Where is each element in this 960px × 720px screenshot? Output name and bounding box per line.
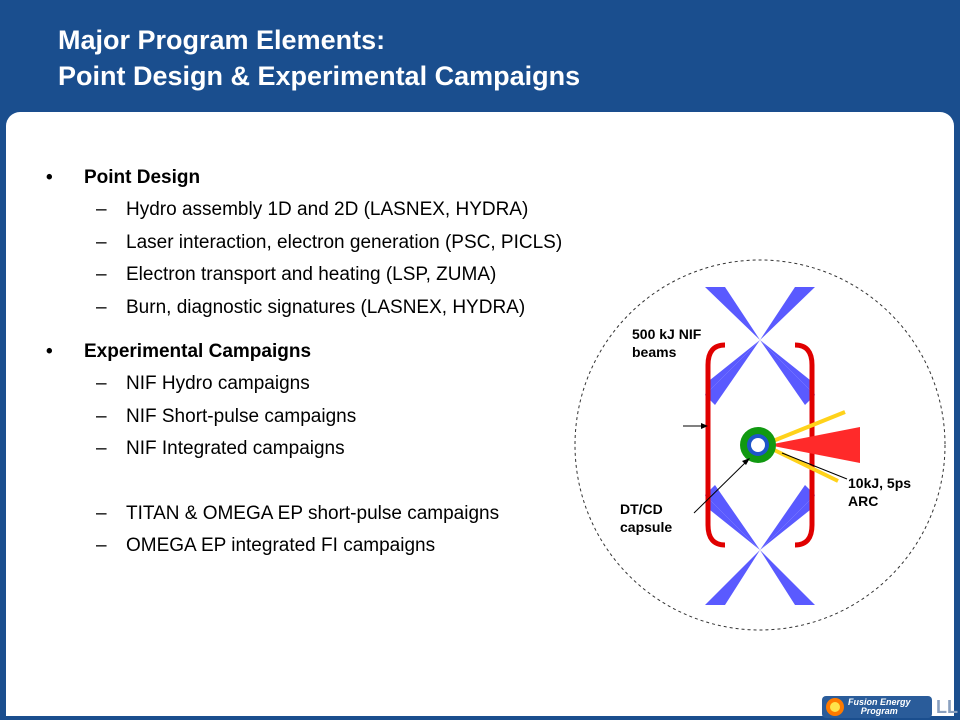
dash: –: [96, 264, 107, 285]
content-panel: [6, 112, 954, 716]
nif-beam: [760, 485, 815, 550]
label-nif-beams: 500 kJ NIF beams: [632, 325, 701, 361]
fusion-energy-logo: Fusion Energy Program LL: [814, 690, 960, 720]
nif-beam: [760, 287, 815, 340]
logo-text: Fusion Energy Program: [848, 698, 911, 716]
sub-item: –Burn, diagnostic signatures (LASNEX, HY…: [46, 294, 666, 327]
nif-beam: [705, 340, 760, 405]
nif-beam: [705, 340, 760, 395]
dash: –: [96, 373, 107, 394]
bullet-label: Experimental Campaigns: [84, 341, 312, 362]
pointer-arrow: [693, 459, 749, 514]
logo-badge: [822, 696, 932, 718]
label-line: DT/CD: [620, 501, 663, 517]
ll-logo-mark: LL: [936, 697, 958, 717]
bullet-dot: •: [46, 167, 53, 188]
sub-item: –NIF Hydro campaigns: [46, 370, 666, 403]
label-line: 10kJ, 5ps: [848, 475, 912, 491]
nif-beam: [705, 550, 760, 605]
sub-item: –Electron transport and heating (LSP, ZU…: [46, 261, 666, 294]
dash: –: [96, 231, 107, 253]
nif-beam: [760, 340, 815, 405]
sub-item-text: TITAN & OMEGA EP short-pulse campaigns: [126, 502, 500, 524]
logo-line: Fusion Energy: [848, 697, 911, 707]
sub-item-text: Hydro assembly 1D and 2D (LASNEX, HYDRA): [126, 199, 529, 220]
dash: –: [96, 199, 107, 220]
bullet-point-design: • Point Design: [46, 164, 666, 196]
dash: –: [96, 296, 107, 318]
slide-title: Major Program Elements: Point Design & E…: [58, 22, 580, 94]
bullet-label: Point Design: [84, 167, 201, 188]
nif-beam: [760, 550, 815, 605]
sub-item-text: Electron transport and heating (LSP, ZUM…: [126, 264, 497, 285]
sub-item-text: NIF Short-pulse campaigns: [126, 405, 357, 427]
nif-beam: [705, 287, 760, 340]
nif-beam: [760, 495, 815, 550]
nif-beam: [705, 485, 760, 550]
bullet-experimental-campaigns: • Experimental Campaigns: [46, 338, 666, 370]
arrow-head: [742, 458, 750, 465]
chamber-outline: [574, 259, 946, 631]
sub-item: –Hydro assembly 1D and 2D (LASNEX, HYDRA…: [46, 196, 666, 229]
sub-item-text: NIF Integrated campaigns: [126, 438, 345, 459]
bullet-list: • Point Design –Hydro assembly 1D and 2D…: [46, 164, 666, 565]
sub-item-text: OMEGA EP integrated FI campaigns: [126, 535, 436, 556]
label-capsule: DT/CD capsule: [620, 500, 672, 536]
sub-item: –TITAN & OMEGA EP short-pulse campaigns: [46, 500, 666, 533]
sub-item: –Laser interaction, electron generation …: [46, 229, 666, 262]
bullet-dot: •: [46, 341, 53, 362]
title-line-1: Major Program Elements:: [58, 25, 386, 55]
capsule-core: [751, 438, 765, 452]
diagram-svg: [574, 259, 946, 631]
label-line: capsule: [620, 519, 673, 535]
dash: –: [96, 535, 107, 556]
slide-header: Major Program Elements: Point Design & E…: [0, 0, 960, 112]
sub-item-text: Laser interaction, electron generation (…: [126, 231, 563, 253]
dash: –: [96, 438, 107, 459]
title-line-2: Point Design & Experimental Campaigns: [58, 61, 581, 91]
sub-item: –NIF Short-pulse campaigns: [46, 403, 666, 436]
sub-item: –NIF Integrated campaigns: [46, 435, 666, 468]
arrow-head: [701, 423, 708, 429]
dash: –: [96, 405, 107, 427]
target-diagram: 500 kJ NIF beams DT/CD capsule 10kJ, 5ps…: [570, 255, 950, 635]
arc-ray: [767, 410, 846, 445]
sub-item-text: NIF Hydro campaigns: [126, 373, 310, 394]
hohlraum-left: [705, 342, 726, 548]
pointer-arrow: [781, 452, 848, 480]
label-line: beams: [632, 344, 677, 360]
dash: –: [96, 502, 107, 524]
nif-beam: [705, 495, 760, 550]
label-line: ARC: [848, 493, 879, 509]
label-line: 500 kJ NIF: [632, 326, 702, 342]
nif-beam: [760, 340, 815, 395]
arc-beam: [768, 427, 860, 463]
logo-line: Program: [860, 706, 898, 716]
label-arc: 10kJ, 5ps ARC: [848, 474, 911, 510]
sub-item-text: Burn, diagnostic signatures (LASNEX, HYD…: [126, 296, 526, 318]
arc-ray: [767, 445, 839, 483]
sub-item: –OMEGA EP integrated FI campaigns: [46, 532, 666, 565]
sun-icon: [826, 698, 844, 716]
